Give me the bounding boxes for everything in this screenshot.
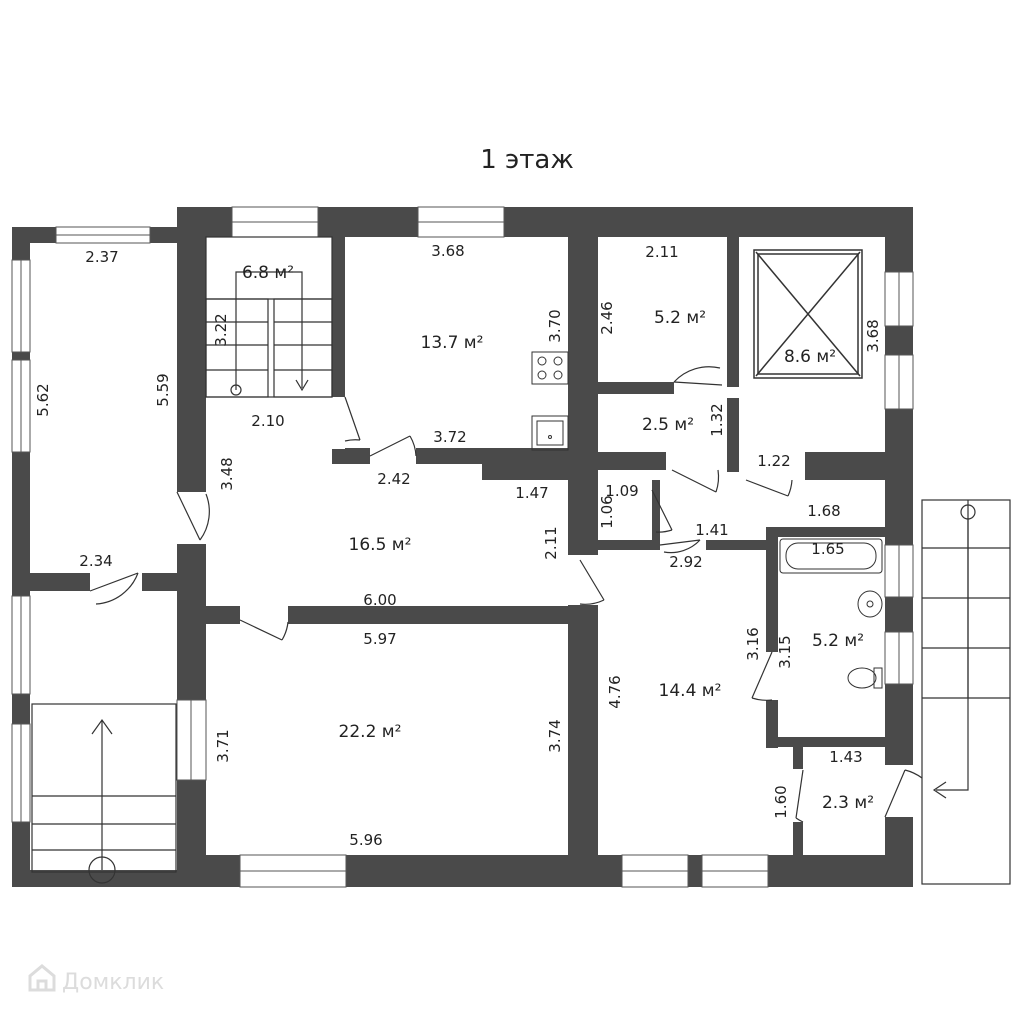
wall-niche-right [652, 480, 660, 542]
dim-hall-mid: 2.42 [377, 470, 410, 488]
dim-rr-top: 2.92 [669, 553, 702, 571]
wall-right-col [727, 237, 739, 387]
dim-closet-right: 1.32 [708, 403, 726, 436]
wall-hall-bottom [206, 606, 570, 624]
dim-bath-top: 1.65 [811, 540, 844, 558]
wall-kitchen-bottom2 [482, 462, 572, 480]
dim-veranda-bottom: 2.34 [79, 552, 112, 570]
bathtub [779, 538, 883, 574]
area-hall: 16.5 м² [349, 535, 412, 555]
wall-corridor-top [805, 452, 913, 480]
wall-small-left-lower [793, 822, 803, 858]
dim-veranda-top: 2.37 [85, 248, 118, 266]
wall-closet-top [598, 382, 674, 394]
area-kitchen: 13.7 м² [421, 333, 484, 353]
dim-rr-right: 3.16 [744, 627, 762, 660]
wall-veranda-bottom [12, 870, 178, 887]
dim-bath-left: 3.15 [776, 635, 794, 668]
wall-vertical-mid-lower [568, 606, 598, 858]
wall-small-left [793, 747, 803, 769]
dim-hall-step: 1.47 [515, 484, 548, 502]
area-room-top-right: 5.2 м² [654, 308, 706, 328]
dim-niche-top: 1.09 [605, 482, 638, 500]
stairs-interior [205, 236, 333, 398]
dim-hall-left: 3.48 [218, 457, 236, 490]
washbasin [857, 590, 883, 618]
wall-vertical-mid [568, 237, 598, 607]
house-icon [28, 964, 56, 992]
dim-small-left: 1.60 [772, 785, 790, 818]
floor-title: 1 этаж [480, 145, 574, 175]
dim-niche-bottom: 1.41 [695, 521, 728, 539]
wall-kitchen-left [332, 237, 345, 397]
area-bathroom: 5.2 м² [812, 631, 864, 651]
watermark: Домклик [28, 964, 164, 995]
dim-corridor-right: 1.68 [807, 502, 840, 520]
wall-closet-bottom [598, 452, 666, 470]
dim-kitchen-right: 3.70 [546, 309, 564, 342]
dim-living-left: 3.71 [214, 729, 232, 762]
area-shaft: 8.6 м² [784, 347, 836, 367]
wall-bath-left [766, 527, 778, 652]
dim-stair-bottom: 2.10 [251, 412, 284, 430]
dim-veranda-right: 5.59 [154, 373, 172, 406]
dim-niche-left: 1.06 [598, 495, 616, 528]
dim-kitchen-bottom: 3.72 [433, 428, 466, 446]
dim-hall-bottom: 6.00 [363, 591, 396, 609]
wall-bath-bottom [766, 737, 886, 747]
dim-living-top: 5.97 [363, 630, 396, 648]
kitchen-sink [531, 415, 569, 451]
dim-living-bottom: 5.96 [349, 831, 382, 849]
wall-bath-left-lower [766, 700, 778, 748]
shaft [753, 249, 863, 379]
windows [11, 206, 914, 888]
kitchen-stove [531, 351, 569, 385]
wall-house-left [177, 207, 206, 887]
area-closet: 2.5 м² [642, 415, 694, 435]
wall-bath-top [766, 527, 886, 537]
area-small-room: 2.3 м² [822, 793, 874, 813]
dim-shaft-right: 3.68 [864, 319, 882, 352]
dim-rr-left: 4.76 [606, 675, 624, 708]
dimension-labels: 2.37 5.62 5.59 2.34 3.22 2.10 3.68 3.70 … [34, 242, 882, 849]
doors [89, 366, 923, 823]
dim-hall-right: 2.11 [542, 526, 560, 559]
toilet [847, 667, 883, 689]
area-stairwell: 6.8 м² [242, 263, 294, 283]
dim-veranda-left: 5.62 [34, 383, 52, 416]
walls [12, 207, 913, 887]
area-living: 22.2 м² [339, 722, 402, 742]
watermark-text: Домклик [62, 970, 164, 995]
area-room-right: 14.4 м² [659, 681, 722, 701]
dim-stair-height: 3.22 [212, 313, 230, 346]
area-labels: 6.8 м² 13.7 м² 5.2 м² 8.6 м² 2.5 м² 16.5… [242, 263, 874, 813]
stairs-veranda [31, 703, 177, 884]
dim-room-tr-top: 2.11 [645, 243, 678, 261]
dim-living-right: 3.74 [546, 719, 564, 752]
stairs-exterior [921, 499, 1011, 885]
wall-right-col-lower [727, 398, 739, 472]
dim-small-top: 1.43 [829, 748, 862, 766]
dim-kitchen-top: 3.68 [431, 242, 464, 260]
dim-room-tr-left: 2.46 [598, 301, 616, 334]
dim-corridor-top: 1.22 [757, 452, 790, 470]
